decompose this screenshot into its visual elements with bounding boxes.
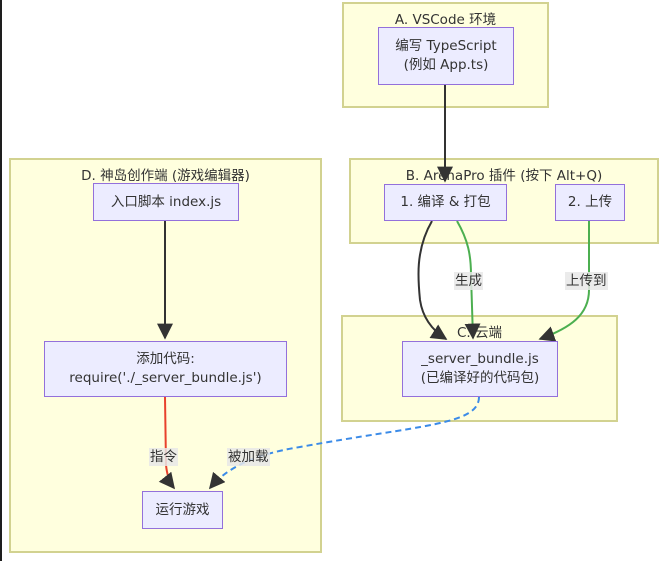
cluster-title-arenapro: B. ArenaPro 插件 (按下 Alt+Q) bbox=[405, 168, 603, 184]
cluster-title-cloud: C. 云端 bbox=[456, 325, 502, 341]
node-run-game[interactable]: 运行游戏 bbox=[142, 491, 223, 529]
node-server-bundle[interactable]: _server_bundle.js (已编译好的代码包) bbox=[402, 341, 558, 397]
cluster-title-vscode: A. VSCode 环境 bbox=[394, 12, 497, 28]
cluster-title-shendao-editor: D. 神岛创作端 (游戏编辑器) bbox=[81, 168, 250, 184]
node-add-code[interactable]: 添加代码: require('./_server_bundle.js') bbox=[44, 341, 287, 397]
edge-label-instruction: 指令 bbox=[149, 448, 178, 466]
window-edge bbox=[0, 0, 2, 561]
node-upload[interactable]: 2. 上传 bbox=[555, 184, 625, 221]
node-compile-pack[interactable]: 1. 编译 & 打包 bbox=[384, 184, 507, 221]
node-entry-script[interactable]: 入口脚本 index.js bbox=[93, 183, 239, 221]
edge-label-loaded: 被加载 bbox=[227, 448, 270, 466]
node-write-typescript[interactable]: 编写 TypeScript (例如 App.ts) bbox=[378, 27, 514, 85]
edge-label-upload-to: 上传到 bbox=[565, 272, 608, 290]
edge-label-generate: 生成 bbox=[454, 272, 483, 290]
